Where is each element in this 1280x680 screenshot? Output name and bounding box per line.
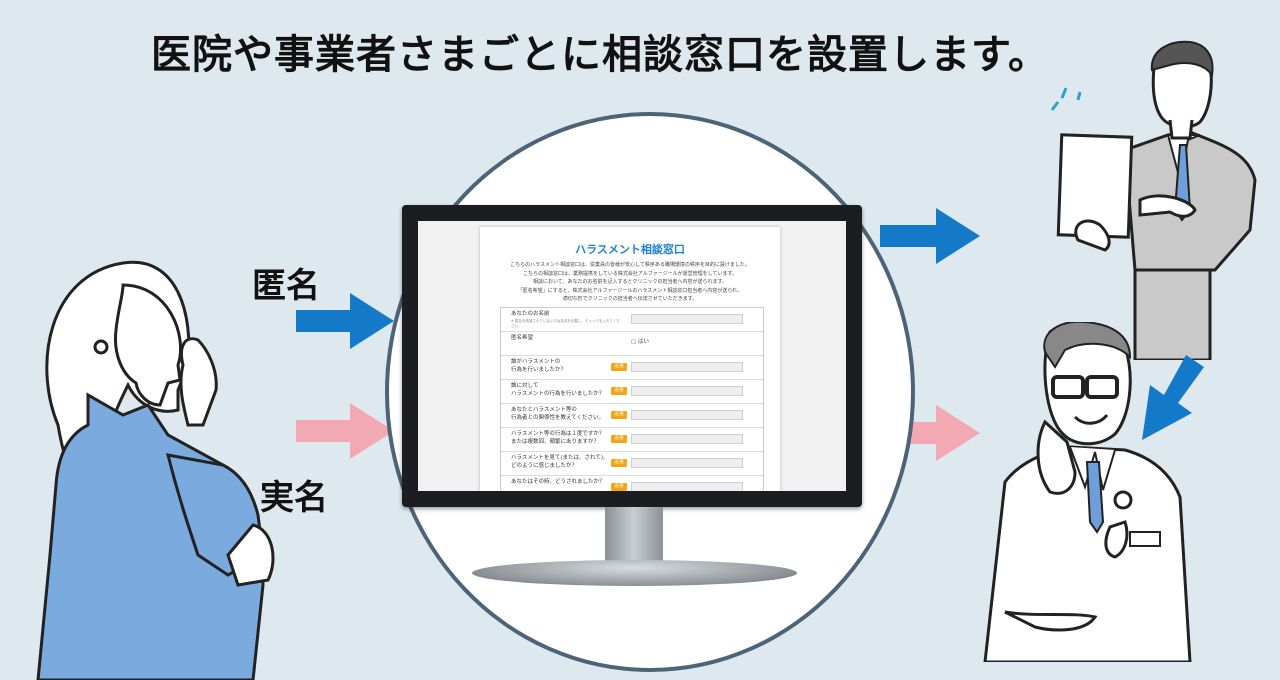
required-badge: 必須 (611, 387, 627, 395)
form-text-input[interactable] (631, 410, 743, 420)
required-badge: 必須 (611, 411, 627, 419)
form-question-label: ハラスメント等の行為は１度ですか？ または複数回、頻繁にありますか？ (511, 431, 605, 445)
anonymous-checkbox[interactable]: ▢ はい (631, 337, 649, 345)
intro-line: 相談において、あなたのお名前を記入するとクリニックの担当者へ内容が送られます。 (532, 279, 728, 286)
monitor: ハラスメント相談窓口 こちらのハラスメント相談窓口は、従業員の皆様が安心して秩序… (402, 205, 862, 507)
arrow-real-name-to-form (296, 403, 394, 459)
form-row: 誰がハラスメントの 行為を行いましたか？ 必須 (501, 356, 763, 380)
form-question-label: 匿名希望 (511, 335, 534, 341)
checkbox-label: はい (637, 339, 649, 345)
consultation-form-page: ハラスメント相談窓口 こちらのハラスメント相談窓口は、従業員の皆様が安心して秩序… (480, 227, 780, 491)
form-row: ハラスメントを見て(または、されて)、 どのように感じましたか？必須 (501, 452, 763, 476)
form-row: 誰に対して ハラスメントの行為を行いましたか？ 必須 (501, 380, 763, 404)
form-text-input[interactable] (631, 458, 743, 468)
form-text-input[interactable] (631, 434, 743, 444)
form-question-label: あなたとハラスメント等の 行為者との関係性を教えてください。 (511, 407, 605, 421)
arrow-consultant-to-clinic (1142, 355, 1204, 440)
form-text-input[interactable] (631, 362, 743, 372)
arrow-anonymous-to-form (296, 293, 394, 349)
monitor-screen: ハラスメント相談窓口 こちらのハラスメント相談窓口は、従業員の皆様が安心して秩序… (418, 221, 846, 491)
required-badge: 必須 (611, 483, 627, 491)
intro-line: 「匿名希望」にすると、株式会社アルファージールのハラスメント相談窓口担当者へ内容… (517, 287, 743, 294)
arrow-form-to-clinic (880, 405, 980, 461)
businessman-holding-paper-illustration (1050, 40, 1257, 360)
form-row: あなたのお名前 ※ 匿名を希望されていない方は名前を記載し、チェックを入れてくださ… (501, 308, 763, 332)
form-question-label: 誰がハラスメントの 行為を行いましたか？ (511, 359, 567, 373)
form-question-label: 誰に対して ハラスメントの行為を行いましたか？ (511, 383, 605, 397)
intro-line: こちらのハラスメント相談窓口は、従業員の皆様が安心して秩序ある職場環境の秩序を目… (510, 262, 750, 268)
required-badge: 必須 (611, 435, 627, 443)
doctor-thinking-illustration (983, 322, 1192, 662)
form-question-label: あなたはその時、どうされましたか？ (511, 479, 605, 485)
form-row: 匿名希望 ▢ はい (501, 332, 763, 356)
form-text-input[interactable] (631, 482, 743, 491)
label-anonymous: 匿名 (252, 266, 320, 306)
arrow-shape (1142, 355, 1204, 440)
intro-line: こちらの相談窓口は、業務提携をしている株式会社アルファージールが運営管理をしてい… (522, 270, 738, 277)
required-badge: 必須 (611, 459, 627, 467)
arrow-shape (880, 405, 980, 461)
form-title: ハラスメント相談窓口 (575, 243, 685, 256)
form-row: ハラスメント等の行為は１度ですか？ または複数回、頻繁にありますか？ 必須 (501, 428, 763, 452)
arrow-shape (296, 293, 394, 349)
form-intro: こちらのハラスメント相談窓口は、従業員の皆様が安心して秩序ある職場環境の秩序を目… (496, 261, 764, 304)
label-real-name: 実名 (260, 478, 328, 518)
thinking-woman-illustration (36, 260, 275, 680)
arrow-form-to-consultant (880, 208, 980, 264)
form-question-note: ※ 匿名を希望されていない方は名前を記載し、チェックを入れてください。 (511, 319, 620, 328)
arrow-shape (880, 208, 980, 264)
form-row: あなたはその時、どうされましたか？ 必須 (501, 476, 763, 491)
form-text-input[interactable] (631, 386, 743, 396)
form-text-input[interactable] (631, 314, 743, 324)
form-question-label: あなたのお名前 (511, 311, 550, 317)
arrow-shape (296, 403, 394, 459)
headline: 医院や事業者さまごとに相談窓口を設置します。 (151, 32, 1049, 78)
form-row: あなたとハラスメント等の 行為者との関係性を教えてください。必須 (501, 404, 763, 428)
required-badge: 必須 (611, 363, 627, 371)
monitor-stand-base (472, 560, 797, 586)
form-table: あなたのお名前 ※ 匿名を希望されていない方は名前を記載し、チェックを入れてくださ… (500, 307, 764, 491)
monitor-stand-neck (605, 507, 663, 569)
checkbox-icon: ▢ (631, 339, 638, 345)
form-question-label: ハラスメントを見て(または、されて)、 どのように感じましたか？ (511, 455, 609, 469)
intro-line: 適切な形でクリニックの担当者へ伝達させていただきます。 (562, 296, 698, 303)
